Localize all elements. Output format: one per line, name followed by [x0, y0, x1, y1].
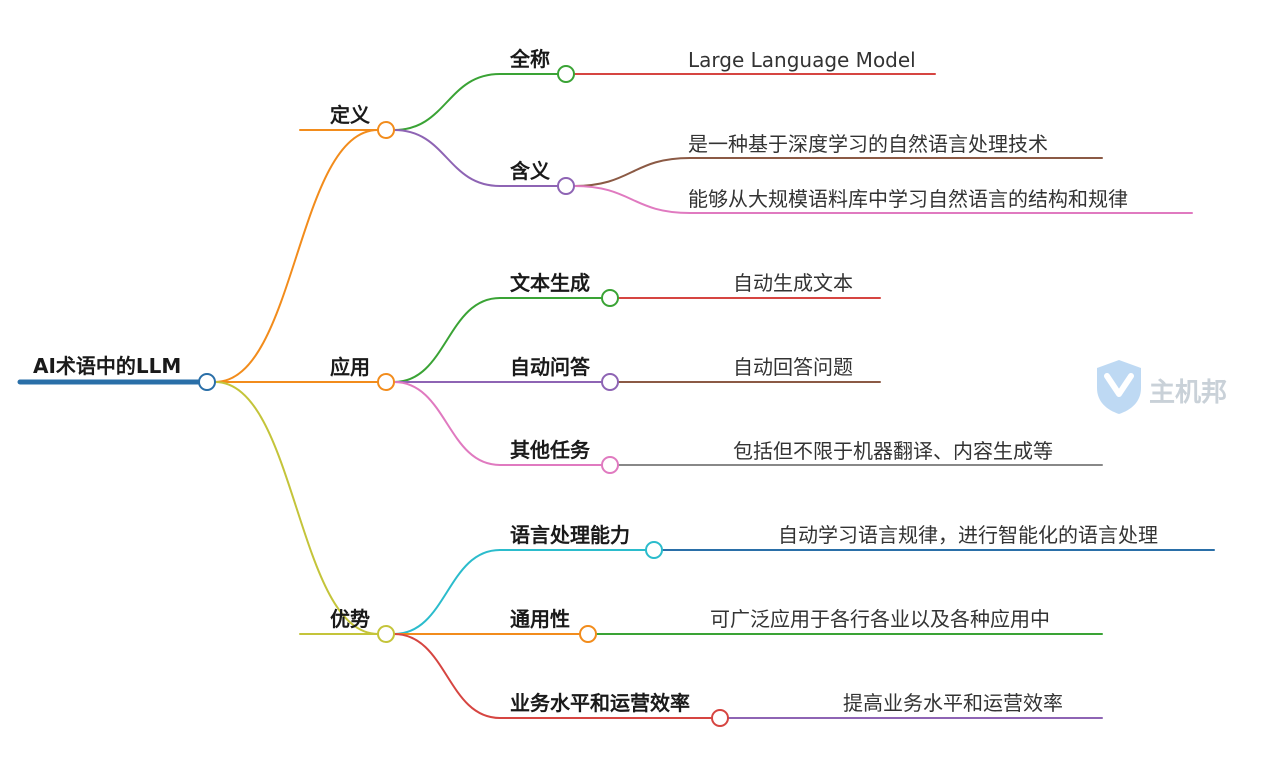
- watermark-text: 主机邦: [1149, 378, 1228, 408]
- node-language-processing-label: 语言处理能力: [510, 523, 630, 547]
- node-circle-2-0: [645, 541, 663, 559]
- leaf-other-tasks-detail: 包括但不限于机器翻译、内容生成等: [733, 439, 1053, 463]
- branch-application-label: 应用: [330, 355, 370, 379]
- root-circle: [198, 373, 216, 391]
- leaf-deep-learning-nlp: 是一种基于深度学习的自然语言处理技术: [688, 132, 1048, 156]
- node-text-generation-label: 文本生成: [510, 271, 590, 295]
- leaf-generality-detail: 可广泛应用于各行各业以及各种应用中: [710, 607, 1050, 631]
- edge-branch-child-1-2: [393, 381, 501, 466]
- edge-root-branch-0: [214, 129, 379, 383]
- edge-child-leaf-0-1-1: [573, 185, 691, 214]
- branch-definition-label: 定义: [330, 103, 370, 127]
- edge-child-leaf-0-1-0: [573, 157, 691, 187]
- node-circle-2-1: [579, 625, 597, 643]
- leaf-auto-generate-text: 自动生成文本: [733, 271, 853, 295]
- leaf-auto-answer: 自动回答问题: [733, 355, 853, 379]
- node-circle-0-1: [557, 177, 575, 195]
- node-full-name-label: 全称: [510, 47, 550, 71]
- edge-branch-child-2-0: [393, 549, 501, 635]
- node-auto-qa-label: 自动问答: [510, 355, 590, 379]
- edge-branch-child-0-0: [393, 73, 501, 131]
- branch-circle-2: [377, 625, 395, 643]
- branch-advantage-label: 优势: [330, 607, 370, 631]
- node-meaning-label: 含义: [510, 159, 550, 183]
- branch-circle-1: [377, 373, 395, 391]
- branch-circle-0: [377, 121, 395, 139]
- edge-branch-child-1-0: [393, 297, 501, 383]
- node-circle-2-2: [711, 709, 729, 727]
- root-node-label: AI术语中的LLM: [33, 354, 182, 378]
- watermark: 主机邦: [1093, 358, 1253, 418]
- node-business-efficiency-label: 业务水平和运营效率: [510, 691, 690, 715]
- node-other-tasks-label: 其他任务: [510, 438, 590, 462]
- edge-branch-child-2-2: [393, 633, 501, 719]
- shield-v-logo-icon: [1097, 360, 1141, 414]
- edge-branch-child-0-1: [393, 129, 501, 187]
- leaf-learn-from-corpus: 能够从大规模语料库中学习自然语言的结构和规律: [688, 187, 1128, 211]
- leaf-large-language-model: Large Language Model: [688, 48, 916, 72]
- node-circle-1-2: [601, 456, 619, 474]
- node-circle-1-0: [601, 289, 619, 307]
- edge-root-branch-2: [214, 381, 379, 635]
- node-generality-label: 通用性: [510, 607, 570, 631]
- leaf-business-efficiency-detail: 提高业务水平和运营效率: [843, 691, 1063, 715]
- node-circle-1-1: [601, 373, 619, 391]
- leaf-language-processing-detail: 自动学习语言规律，进行智能化的语言处理: [778, 523, 1158, 547]
- node-circle-0-0: [557, 65, 575, 83]
